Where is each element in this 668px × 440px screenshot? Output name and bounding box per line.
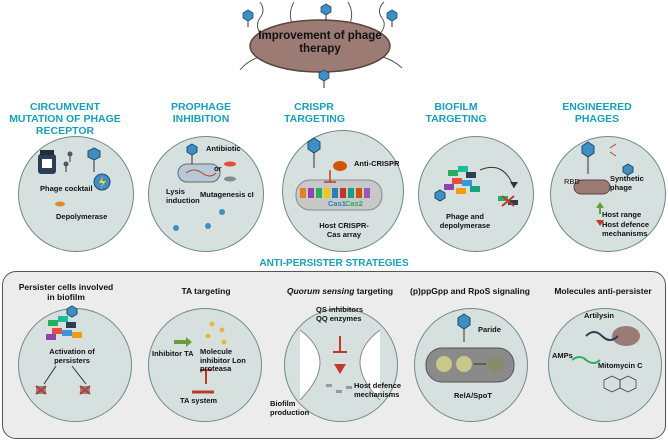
label-qs-inhibitors: QS inhibitors [316,305,364,314]
label-rela-spot: RelA/SpoT [454,391,492,400]
label-or: or [214,164,222,173]
circle-molecules [548,308,662,422]
strategy-illustrations [38,137,634,231]
panel-title-ppgpp: (p)ppGpp and RpoS signaling [410,286,530,296]
heading-engineered: ENGINEERED PHAGES [562,101,632,125]
panel-title-molecules: Molecules anti-persister [554,286,652,296]
title-bacterium [239,1,403,88]
label-qq-enzymes: QQ enzymes [316,314,362,323]
label-biofilm-production: Biofilm production [270,399,310,417]
label-synthetic-phage: Synthetic phage [610,174,644,192]
label-inhibitor-ta: Inhibitor TA [152,349,194,358]
label-host-defence: Host defence mechanisms [602,220,650,238]
label-cas2: Cas2 [345,199,363,208]
heading-circumvent: CIRCUMVENT MUTATION OF PHAGE RECEPTOR [9,101,121,137]
heading-biofilm: BIOFILM TARGETING [425,101,487,125]
label-host-range: Host range [602,210,642,219]
label-paride: Paride [478,325,501,334]
label-anti-crispr: Anti-CRISPR [354,159,400,168]
label-host-defence-qs: Host defence mechanisms [354,381,402,399]
heading-prophage: PROPHAGE INHIBITION [170,101,232,125]
circle-prophage [148,136,264,252]
label-activation-persisters: Activation of persisters [49,347,95,365]
label-antibiotic: Antibiotic [206,144,241,153]
main-title: Improvement of phage therapy [258,30,382,55]
label-molecule-inhibitor: Molecule inhibitor Lon proteasa [200,347,246,373]
heading-crispr: CRISPR TARGETING [284,101,346,125]
circle-circumvent [18,136,134,252]
label-mutagenesis: Mutagenesis cI [200,190,254,199]
persister-illustrations [35,305,640,401]
label-lysis-induction: Lysis induction [166,187,200,205]
panel-title-quorum: Quorum sensing targeting [286,286,394,296]
label-phage-cocktail: Phage cocktail [40,184,93,193]
label-cas1: Cas1 [328,199,346,208]
label-mitomycin: Mitomycin C [598,361,643,370]
panel-title-persister: Persister cells involved in biofilm [18,282,114,302]
label-rbd: RBD [564,177,580,186]
section-title-anti-persister: ANTI-PERSISTER STRATEGIES [259,258,409,269]
label-depolymerase: Depolymerase [56,212,108,221]
label-amps: AMPs [552,351,573,360]
circle-ta [148,308,262,422]
label-artilysin: Artilysin [584,311,615,320]
label-phage-depolymerase: Phage and depolymerase [439,212,491,230]
panel-title-ta: TA targeting [181,286,231,296]
label-ta-system: TA system [180,396,218,405]
label-host-crispr: Host CRISPR-Cas array [319,221,369,239]
circle-engineered [550,136,666,252]
